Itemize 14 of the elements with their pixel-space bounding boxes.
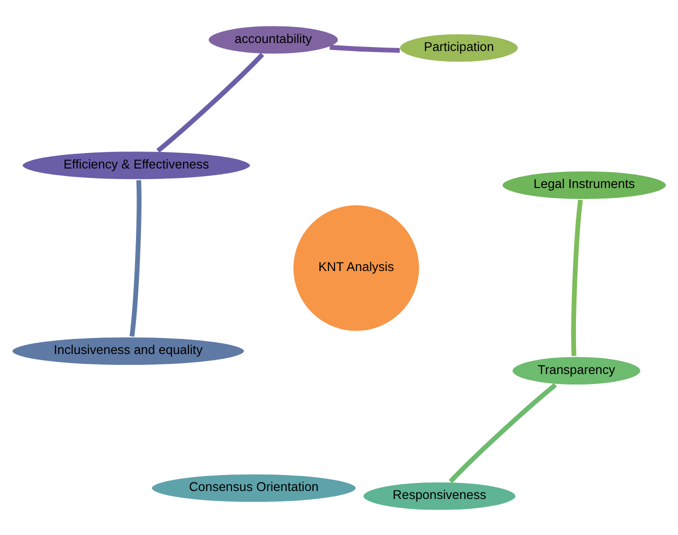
node-circle: KNT Analysis <box>292 203 421 332</box>
node-ellipse: Efficiency & Effectiveness <box>21 150 252 180</box>
node-ellipse: accountability <box>207 24 340 55</box>
connector <box>330 44 400 52</box>
node-ellipse: Participation <box>398 32 520 63</box>
node-ellipse: Legal Instruments <box>500 169 668 200</box>
connector <box>448 382 557 483</box>
node-ellipse: Responsiveness <box>362 480 518 512</box>
connector <box>130 180 142 336</box>
connector <box>156 52 264 152</box>
node-ellipse: Consensus Orientation <box>150 472 358 503</box>
node-ellipse: Inclusiveness and equality <box>10 335 246 366</box>
node-ellipse: Transparency <box>510 354 642 386</box>
connector <box>571 199 583 356</box>
